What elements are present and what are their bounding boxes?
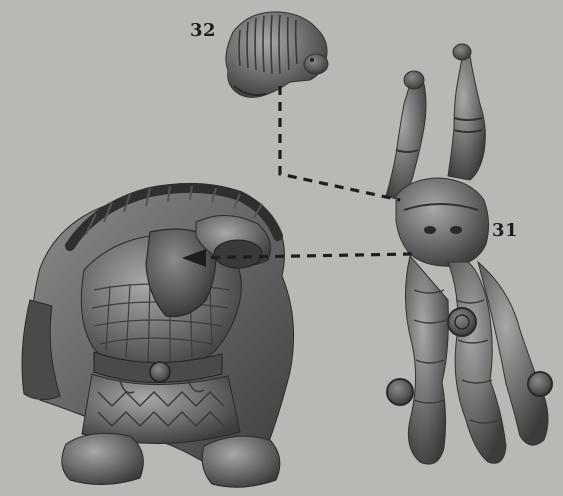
part-32-crest [226,12,328,98]
part-number-31: 31 [492,220,518,241]
guide-line-32 [280,86,400,200]
part-number-32: 32 [190,20,216,41]
main-body [22,186,294,487]
